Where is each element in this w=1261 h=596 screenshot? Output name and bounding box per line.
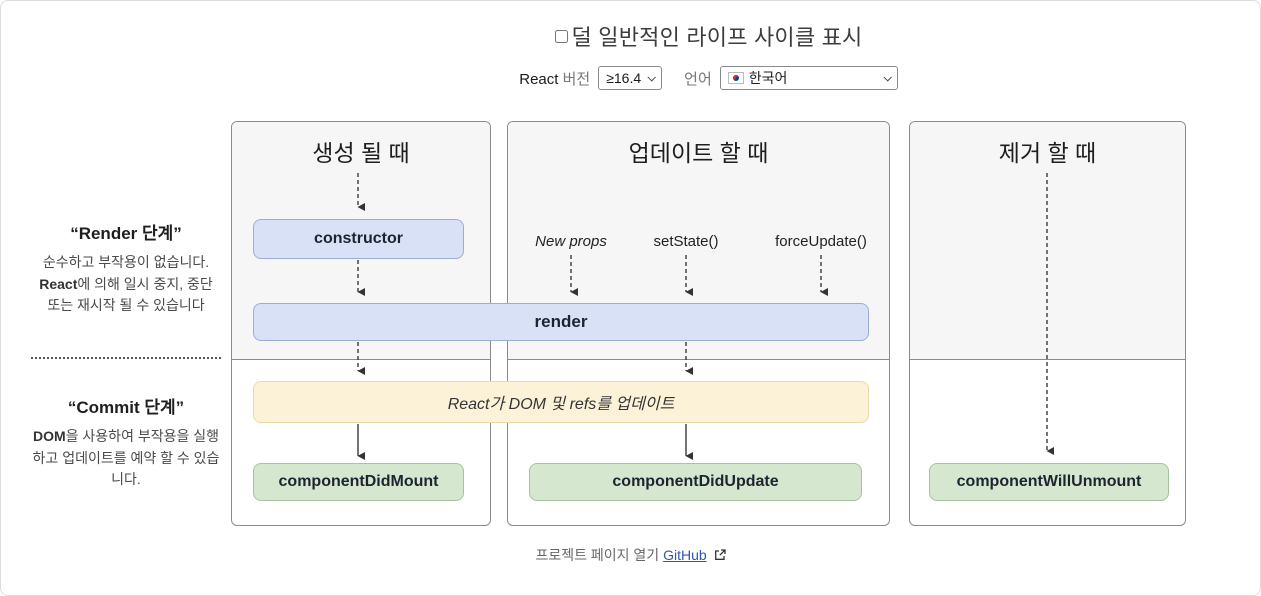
external-link-icon (714, 549, 726, 561)
show-less-common-toggle[interactable]: 덜 일반적인 라이프 사이클 표시 (231, 20, 1186, 52)
header: 덜 일반적인 라이프 사이클 표시 React 버전 ≥16.4 언어 (231, 1, 1186, 90)
updating-column-title: 업데이트 할 때 (628, 140, 769, 166)
render-phase-description: 순수하고 부작용이 없습니다. React에 의해 일시 중지, 중단 또는 재… (39, 254, 213, 314)
chevron-down-icon (647, 73, 657, 82)
footer-text: 프로젝트 페이지 열기 (535, 547, 664, 563)
componentdidupdate-node[interactable]: componentDidUpdate (529, 463, 862, 501)
componentwillunmount-node[interactable]: componentWillUnmount (929, 463, 1169, 501)
render-phase-title: “Render 단계” (70, 224, 182, 243)
render-phase-info: “Render 단계” 순수하고 부작용이 없습니다. React에 의해 일시… (31, 219, 221, 317)
commit-phase-info: “Commit 단계” DOM을 사용하여 부작용을 실행하고 업데이트를 예약… (31, 393, 221, 491)
less-common-checkbox[interactable] (554, 29, 568, 43)
page-title: 덜 일반적인 라이프 사이클 표시 (571, 25, 863, 50)
react-dom-refs-update-node: React가 DOM 및 refs를 업데이트 (253, 381, 869, 423)
footer: 프로젝트 페이지 열기 GitHub (1, 545, 1260, 565)
chevron-down-icon (883, 73, 892, 82)
options-row: React 버전 ≥16.4 언어 한국어 (231, 66, 1186, 90)
language-label: 언어 (684, 70, 712, 88)
korea-flag-icon (727, 72, 744, 84)
unmounting-column-title: 제거 할 때 (998, 140, 1097, 166)
forceupdate-trigger: forceUpdate() (775, 233, 867, 250)
render-node[interactable]: render (253, 303, 869, 341)
mounting-column-title: 생성 될 때 (312, 140, 410, 166)
react-version-value: ≥16.4 (606, 70, 642, 86)
language-value: 한국어 (748, 70, 788, 86)
github-link[interactable]: GitHub (663, 547, 707, 563)
commit-phase-title: “Commit 단계” (67, 398, 185, 417)
react-version-select[interactable]: ≥16.4 (598, 66, 663, 90)
react-version-label: React 버전 (519, 70, 591, 88)
constructor-node[interactable]: constructor (253, 219, 464, 259)
componentdidmount-node[interactable]: componentDidMount (253, 463, 464, 501)
language-select[interactable]: 한국어 (719, 66, 898, 90)
new-props-trigger: New props (535, 233, 607, 250)
phase-divider (31, 357, 221, 359)
commit-phase-description: DOM을 사용하여 부작용을 실행하고 업데이트를 예약 할 수 있습니다. (32, 428, 220, 488)
setstate-trigger: setState() (653, 233, 719, 250)
